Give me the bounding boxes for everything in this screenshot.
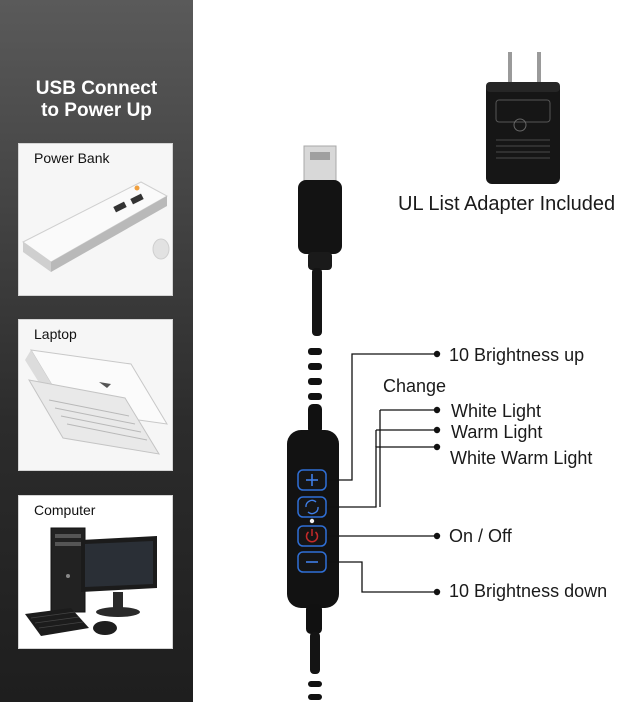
sidebar-title-line1: USB Connect: [35, 78, 158, 99]
adapter-caption: UL List Adapter Included: [398, 193, 616, 215]
laptop-illustration: [19, 320, 172, 470]
cycle-icon: [305, 499, 319, 515]
controller-body: [287, 430, 339, 608]
brightness-down-button[interactable]: [297, 551, 327, 573]
usb-plug: [298, 145, 342, 270]
brightness-up-button[interactable]: [297, 469, 327, 491]
label-warm-light: Warm Light: [451, 422, 543, 442]
sidebar-title-line2: to Power Up: [41, 100, 152, 121]
computer-card: Computer: [18, 495, 173, 649]
label-change: Change: [383, 376, 447, 396]
callout-lines: [324, 353, 436, 593]
wall-adapter: [486, 52, 560, 184]
power-icon: [305, 529, 319, 543]
power-button[interactable]: [297, 525, 327, 547]
laptop-label: Laptop: [34, 326, 77, 342]
computer-label: Computer: [34, 502, 96, 518]
change-color-button[interactable]: [297, 496, 327, 518]
label-on-off: On / Off: [449, 526, 512, 546]
label-white-warm-light: White Warm Light: [450, 448, 593, 468]
indicator-dot: [309, 518, 315, 524]
laptop-card: Laptop: [18, 319, 173, 471]
cable-gap-dashes: [308, 348, 322, 400]
power-bank-label: Power Bank: [34, 150, 110, 166]
label-brightness-down: 10 Brightness down: [449, 581, 608, 601]
label-white-light: White Light: [451, 401, 542, 421]
plus-icon: [306, 474, 318, 486]
computer-illustration: [19, 496, 172, 648]
sidebar-panel: USB Connect to Power Up Power Bank: [0, 0, 193, 702]
power-bank-illustration: [19, 144, 172, 295]
label-brightness-up: 10 Brightness up: [449, 345, 585, 365]
power-bank-card: Power Bank: [18, 143, 173, 296]
